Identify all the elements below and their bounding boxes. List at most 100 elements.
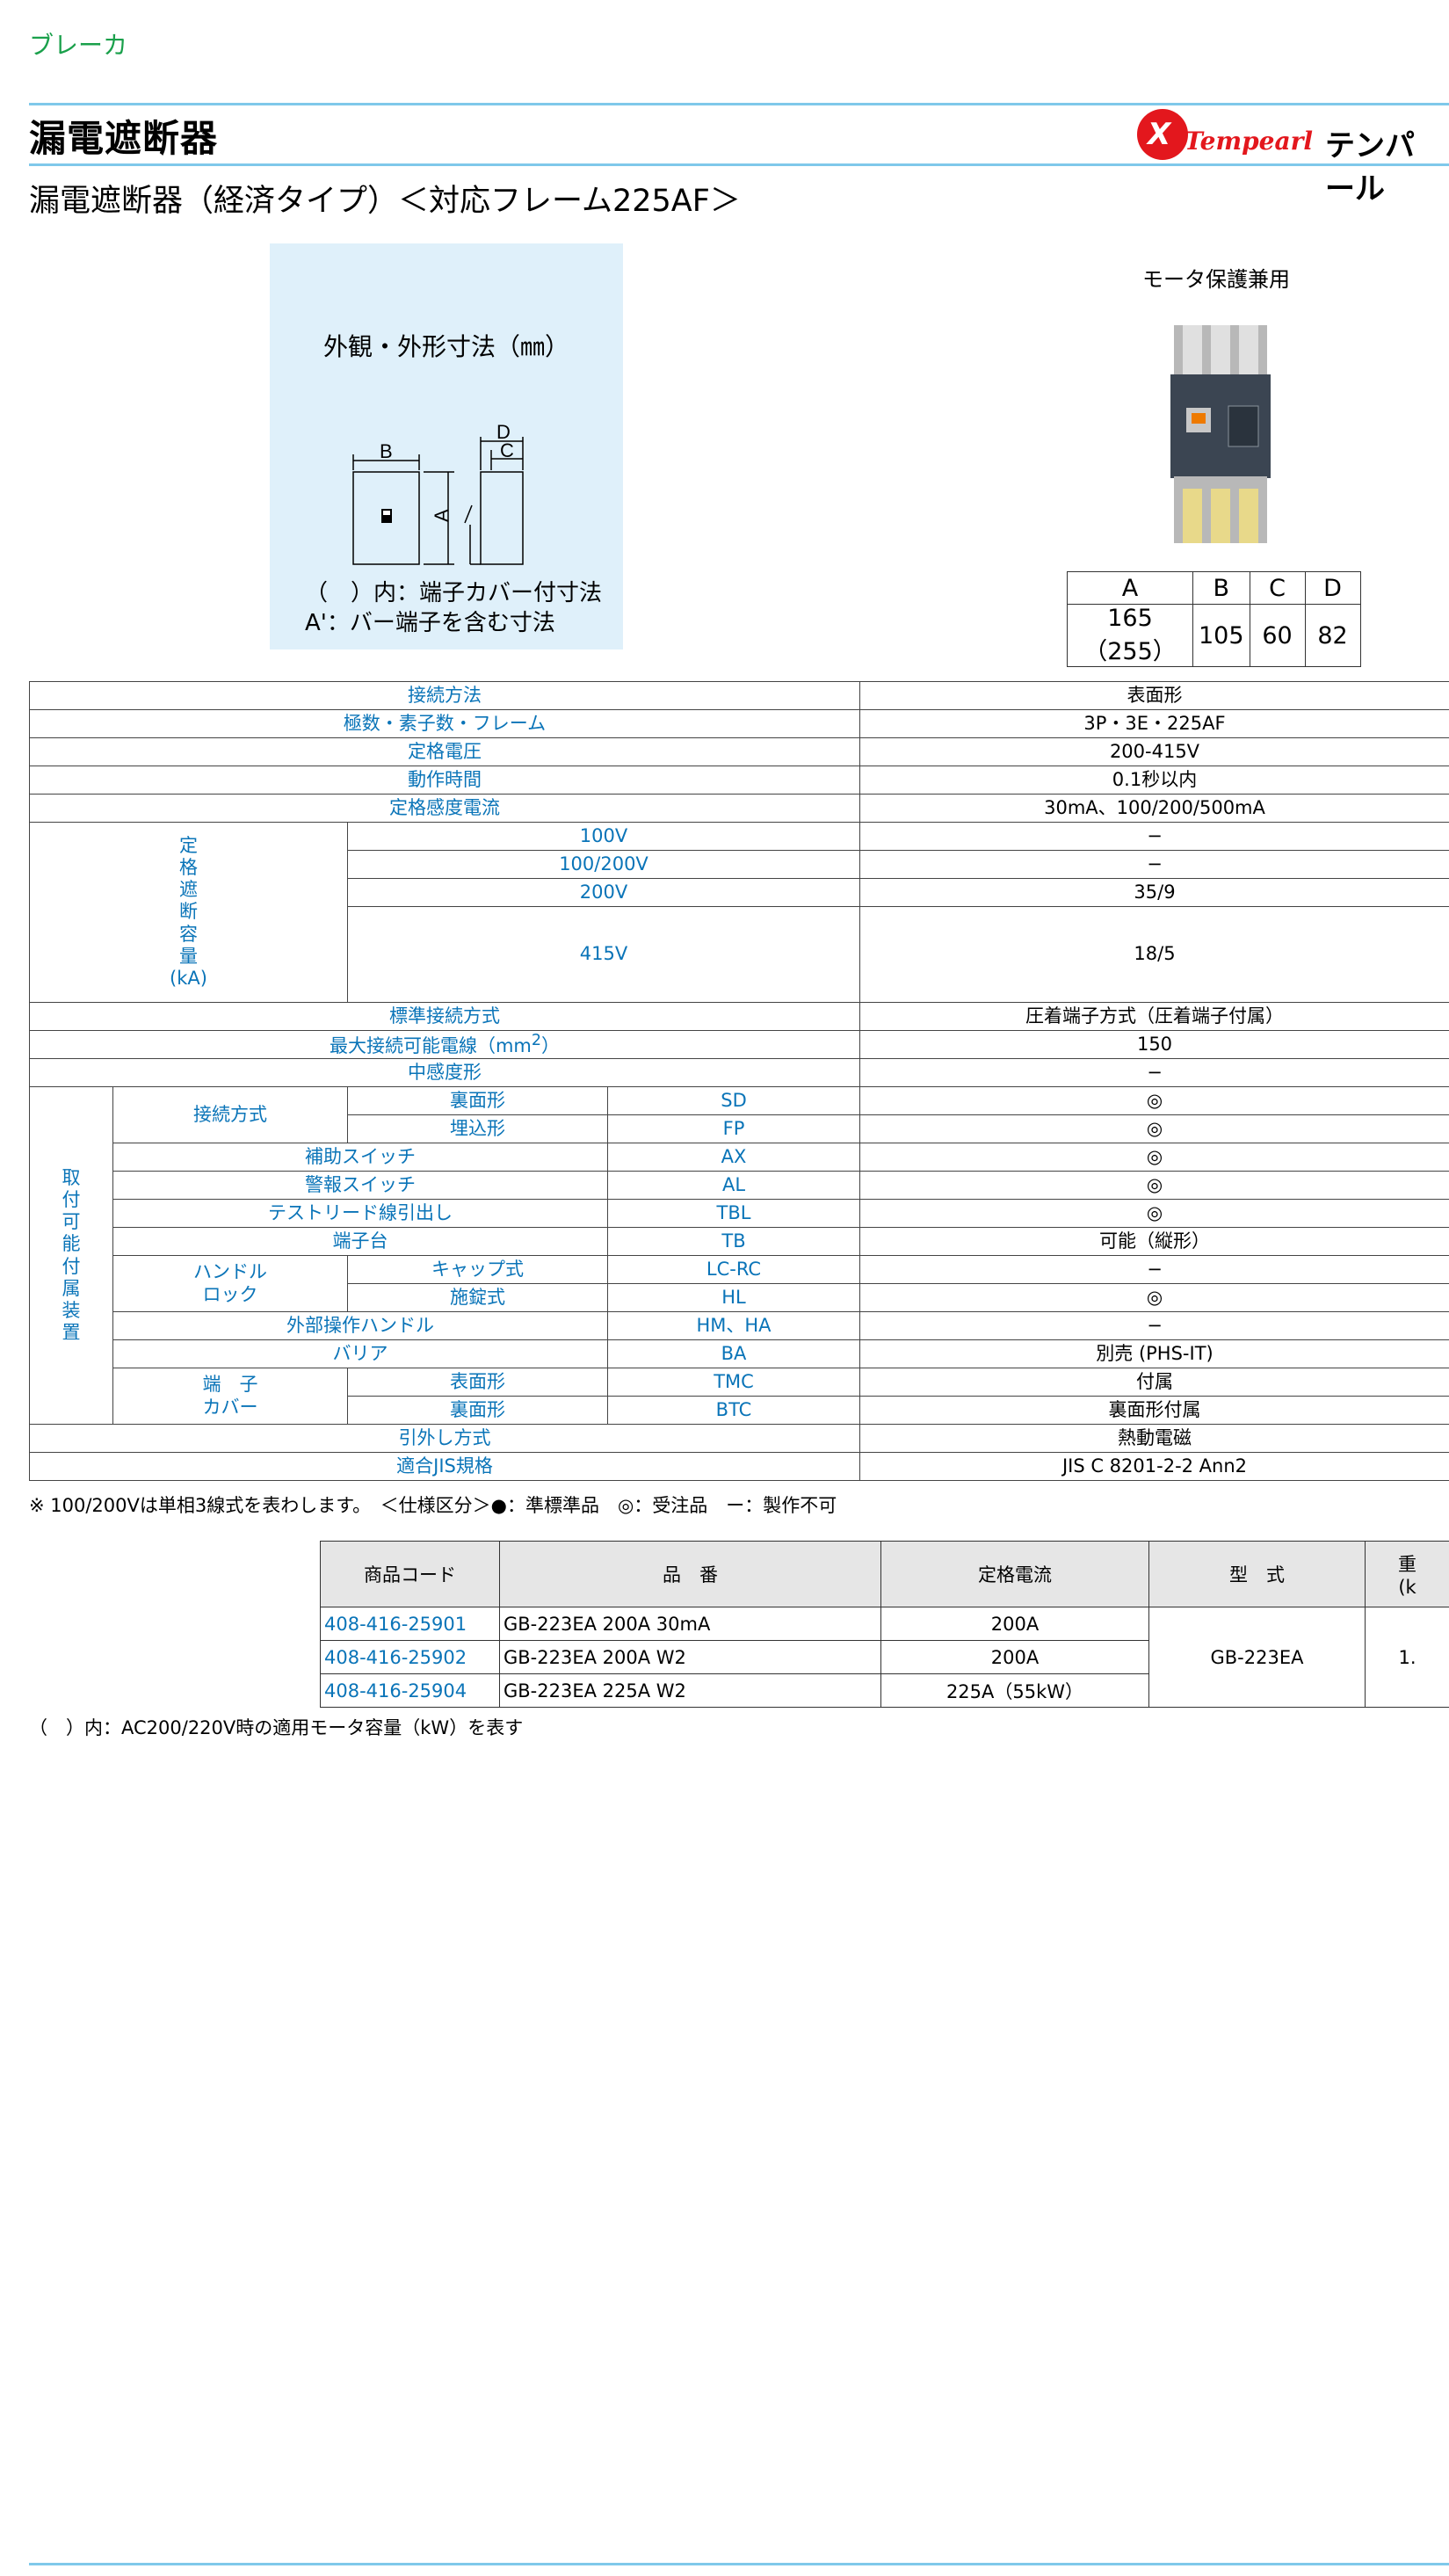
order-header-part: 品 番 — [499, 1541, 881, 1607]
spec-value: − — [859, 1058, 1449, 1087]
spec-code: AX — [607, 1143, 860, 1172]
dim-value-d: 82 — [1304, 604, 1361, 667]
spec-row: 施錠式 HL ◎ — [30, 1283, 1449, 1312]
spec-row: 警報スイッチ AL ◎ — [30, 1171, 1449, 1200]
table-row: 408-416-25901 GB-223EA 200A 30mA 200A GB… — [320, 1607, 1449, 1708]
dim-value-a: 165（255） — [1067, 604, 1193, 667]
order-header-weight: 重 (k — [1365, 1541, 1449, 1607]
spec-value: JIS C 8201-2-2 Ann2 — [859, 1452, 1449, 1481]
dim-header-d: D — [1304, 571, 1361, 605]
spec-label: 端子台 — [112, 1227, 608, 1256]
spec-row: 415V 18/5 — [30, 906, 1449, 1003]
spec-footnote: ※ 100/200Vは単相3線式を表わします。 ＜仕様区分＞●：準標準品 ◎：受… — [29, 1495, 837, 1516]
spec-row: 端 子 カバー 表面形 TMC 付属 — [30, 1368, 1449, 1425]
order-header-current: 定格電流 — [880, 1541, 1149, 1607]
model-type: GB-223EA — [1148, 1607, 1366, 1708]
dim-header-a: A — [1067, 571, 1193, 605]
spec-label: テストリード線引出し — [112, 1199, 608, 1228]
part-number: GB-223EA 200A 30mA — [499, 1607, 881, 1641]
spec-label: 最大接続可能電線（mm2） — [29, 1030, 860, 1059]
dimensions-table: A B C D 165（255） 105 60 82 — [1067, 571, 1361, 667]
product-code: 408-416-25902 — [320, 1640, 500, 1674]
spec-value: ◎ — [859, 1199, 1449, 1228]
spec-value: ◎ — [859, 1171, 1449, 1200]
dim-header-c: C — [1249, 571, 1306, 605]
product-code: 408-416-25901 — [320, 1607, 500, 1641]
spec-label: 定格電圧 — [29, 737, 860, 766]
spec-row: 中感度形 − — [29, 1058, 1449, 1087]
spec-code: SD — [607, 1086, 860, 1115]
dim-label-c: C — [500, 439, 514, 461]
terminal-cover-group-label: 端 子 カバー — [112, 1368, 348, 1425]
spec-value: 裏面形付属 — [859, 1396, 1449, 1425]
spec-value: ◎ — [859, 1283, 1449, 1312]
dimension-title: 外観・外形寸法（㎜） — [322, 332, 569, 361]
product-subtitle: 漏電遮断器（経済タイプ）＜対応フレーム225AF＞ — [29, 184, 741, 219]
spec-row: 適合JIS規格 JIS C 8201-2-2 Ann2 — [29, 1452, 1449, 1481]
spec-code: TMC — [607, 1368, 860, 1397]
spec-code: HM、HA — [607, 1311, 860, 1340]
spec-value: 別売 (PHS-IT) — [859, 1339, 1449, 1368]
brand-logo: X Tempearl テンパール — [1137, 107, 1436, 207]
spec-label: 標準接続方式 — [29, 1002, 860, 1031]
spec-value: ◎ — [859, 1086, 1449, 1115]
spec-label: バリア — [112, 1339, 608, 1368]
motor-protection-label: モータ保護兼用 — [1142, 267, 1290, 292]
product-code: 408-416-25904 — [320, 1673, 500, 1708]
spec-value: ◎ — [859, 1143, 1449, 1172]
accessories-label: 取 付 可 能 付 属 装 置 — [29, 1086, 113, 1425]
rated-current: 200A — [880, 1607, 1149, 1641]
spec-value: 圧着端子方式（圧着端子付属） — [859, 1002, 1449, 1031]
spec-label: 適合JIS規格 — [29, 1452, 860, 1481]
spec-row: 端子台 TB 可能（縦形） — [30, 1227, 1449, 1256]
spec-row: 動作時間 0.1秒以内 — [29, 766, 1449, 795]
spec-row: 定格電圧 200-415V — [29, 737, 1449, 766]
connection-group-label: 接続方式 — [112, 1086, 348, 1143]
table-row: 408-416-25904 GB-223EA 225A W2 225A（55kW… — [320, 1673, 1449, 1708]
spec-label: キャップ式 — [347, 1255, 608, 1284]
spec-row: 100/200V − — [30, 850, 1449, 879]
spec-code: BA — [607, 1339, 860, 1368]
dimension-note-cover: （ ）内：端子カバー付寸法 — [305, 580, 603, 606]
spec-value: 付属 — [859, 1368, 1449, 1397]
spec-value: 3P・3E・225AF — [859, 709, 1449, 738]
spec-label: 表面形 — [347, 1368, 608, 1397]
dim-label-a: A — [431, 509, 453, 522]
rated-current: 200A — [880, 1640, 1149, 1674]
breaking-capacity-label: 定 格 遮 断 容 量 (kA) — [29, 822, 348, 1003]
spec-label: 接続方法 — [29, 681, 860, 710]
brand-name-jp: テンパール — [1325, 128, 1415, 207]
spec-label: 警報スイッチ — [112, 1171, 608, 1200]
dim-label-d: D — [496, 421, 511, 443]
spec-row: 極数・素子数・フレーム 3P・3E・225AF — [29, 709, 1449, 738]
brand-name-en: Tempearl — [1185, 127, 1313, 156]
order-footnote: （ ）内：AC200/220V時の適用モータ容量（kW）を表す — [29, 1717, 524, 1738]
weight-value: 1. — [1365, 1607, 1449, 1708]
spec-label: 施錠式 — [347, 1283, 608, 1312]
voltage-label: 415V — [347, 906, 860, 1003]
handle-lock-group-label: ハンドル ロック — [112, 1255, 348, 1312]
spec-row: 最大接続可能電線（mm2） 150 — [29, 1030, 1449, 1059]
spec-row: 取 付 可 能 付 属 装 置 接続方式 裏面形 SD ◎ — [29, 1086, 1449, 1425]
spec-value: − — [859, 1311, 1449, 1340]
voltage-label: 100V — [347, 822, 860, 851]
spec-row: 引外し方式 熱動電磁 — [29, 1424, 1449, 1453]
breaker-product-image — [1167, 322, 1274, 546]
order-header-code: 商品コード — [320, 1541, 500, 1607]
voltage-label: 100/200V — [347, 850, 860, 879]
spec-row: 定 格 遮 断 容 量 (kA) 100V − — [29, 822, 1449, 1003]
footer-rule — [29, 2563, 1449, 2565]
spec-label: 裏面形 — [347, 1396, 608, 1425]
spec-label: 裏面形 — [347, 1086, 608, 1115]
spec-value: ◎ — [859, 1114, 1449, 1143]
spec-label: 埋込形 — [347, 1114, 608, 1143]
spec-code: AL — [607, 1171, 860, 1200]
spec-value: − — [859, 850, 1449, 879]
dim-header-b: B — [1192, 571, 1250, 605]
spec-row: 埋込形 FP ◎ — [30, 1114, 1449, 1143]
spec-value: 可能（縦形） — [859, 1227, 1449, 1256]
dim-label-b: B — [380, 440, 393, 462]
spec-row: テストリード線引出し TBL ◎ — [30, 1199, 1449, 1228]
spec-row: 接続方法 表面形 — [29, 681, 1449, 710]
spec-code: TB — [607, 1227, 860, 1256]
